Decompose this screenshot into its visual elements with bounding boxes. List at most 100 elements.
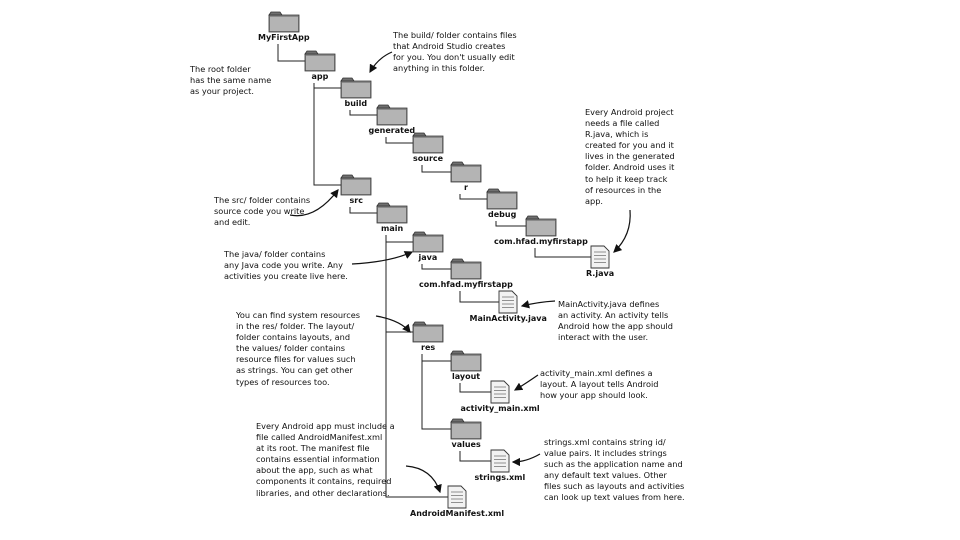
node-label: debug	[488, 210, 517, 219]
annotation-line: Android how the app should	[558, 321, 673, 332]
tree-edge	[421, 354, 451, 430]
annotation-line: The root folder	[190, 64, 251, 74]
folder-icon	[450, 258, 482, 280]
node-label: app	[311, 72, 329, 81]
annotation-line: Every Android project	[585, 107, 674, 117]
annotation-line: files such as layouts and activities	[544, 481, 685, 492]
tree-edge	[277, 44, 305, 62]
tree-edge	[385, 235, 413, 243]
strings-note: strings.xml contains string id/value pai…	[544, 437, 685, 504]
annotation-line: an activity. An activity tells	[558, 310, 669, 321]
annotation-line: MainActivity.java defines	[558, 299, 660, 309]
tree-edge	[421, 165, 451, 173]
tree-edge	[459, 291, 499, 303]
annotation-line: app.	[585, 195, 604, 206]
node-label: com.hfad.myfirstapp	[419, 280, 513, 289]
annotation-line: resource files for values such	[236, 354, 356, 365]
annotation-arrows	[289, 51, 631, 494]
annotation-line: as strings. You can get other	[236, 365, 353, 376]
annotation-line: in the res/ folder. The layout/	[236, 321, 355, 332]
file-icon	[490, 380, 510, 404]
folder-icon	[450, 418, 482, 440]
annotation-line: needs a file called	[585, 118, 660, 129]
annotation-arrow	[289, 189, 339, 217]
tree-edge	[349, 110, 377, 116]
node-label: src	[349, 196, 363, 205]
node-label: r	[464, 183, 468, 192]
node-label: R.java	[586, 269, 615, 278]
folder-icon	[525, 215, 557, 237]
annotation-line: any Java code you write. Any	[224, 260, 343, 271]
file-icon	[590, 245, 610, 269]
tree-edge	[459, 194, 487, 200]
annotation-line: any default text values. Other	[544, 470, 667, 481]
folder-icon	[268, 11, 300, 33]
annotation-line: The java/ folder contains	[224, 249, 326, 259]
folder-icon	[376, 104, 408, 126]
annotation-line: strings.xml contains string id/	[544, 437, 666, 447]
node-label: com.hfad.myfirstapp	[494, 237, 588, 246]
node-label: MyFirstApp	[258, 33, 310, 42]
annotation-line: to help it keep track	[585, 173, 668, 184]
annotation-line: components it contains, required	[256, 476, 392, 487]
folder-icon	[376, 202, 408, 224]
node-label: res	[421, 343, 436, 352]
node-label: java	[418, 253, 438, 262]
annotation-line: of resources in the	[585, 184, 662, 195]
annotation-line: file called AndroidManifest.xml	[256, 432, 383, 443]
annotation-line: lives in the generated	[585, 151, 675, 162]
node-label: strings.xml	[474, 473, 526, 482]
annotation-line: source code you write	[214, 206, 305, 217]
annotation-line: has the same name	[190, 75, 272, 86]
annotation-line: R.java, which is	[585, 129, 649, 140]
node-label: source	[413, 154, 444, 163]
annotation-line: layout. A layout tells Android	[540, 379, 659, 390]
node-label: AndroidManifest.xml	[410, 509, 505, 518]
tree-edge	[349, 207, 377, 214]
tree-edge	[459, 383, 491, 393]
annotation-line: interact with the user.	[558, 332, 649, 343]
annotation-line: You can find system resources	[236, 310, 361, 320]
tree-edge	[385, 235, 413, 333]
annotation-line: The src/ folder contains	[214, 195, 311, 205]
annotation-line: the values/ folder contains	[236, 343, 346, 354]
annotation-arrow	[511, 453, 541, 467]
annotation-line: value pairs. It includes strings	[544, 448, 667, 459]
file-icon	[498, 290, 518, 314]
folder-icon	[450, 350, 482, 372]
node-label: values	[451, 440, 481, 449]
annotation-line: types of resources too.	[236, 376, 330, 387]
tree-edge	[313, 83, 341, 186]
annotation-line: The build/ folder contains files	[393, 30, 517, 40]
tree-edge	[495, 221, 526, 227]
annotation-line: Every Android app must include a	[256, 421, 395, 431]
file-icon	[490, 449, 510, 473]
annotation-line: activities you create live here.	[224, 271, 348, 282]
node-label: main	[381, 224, 404, 233]
annotation-line: created for you and it	[585, 140, 674, 151]
annotation-line: how your app should look.	[540, 390, 648, 401]
annotation-arrow	[375, 315, 411, 333]
annotation-line: that Android Studio creates	[393, 41, 506, 52]
folder-icon	[340, 77, 372, 99]
folder-icon	[304, 50, 336, 72]
tree-edge	[459, 451, 491, 462]
folder-icon	[340, 174, 372, 196]
annotation-line: contains essential information	[256, 454, 380, 465]
folder-icon	[412, 231, 444, 253]
annotation-arrow	[351, 251, 414, 265]
file-icon	[447, 485, 467, 509]
node-label: MainActivity.java	[469, 314, 547, 323]
annotation-line: libraries, and other declarations.	[256, 487, 390, 498]
